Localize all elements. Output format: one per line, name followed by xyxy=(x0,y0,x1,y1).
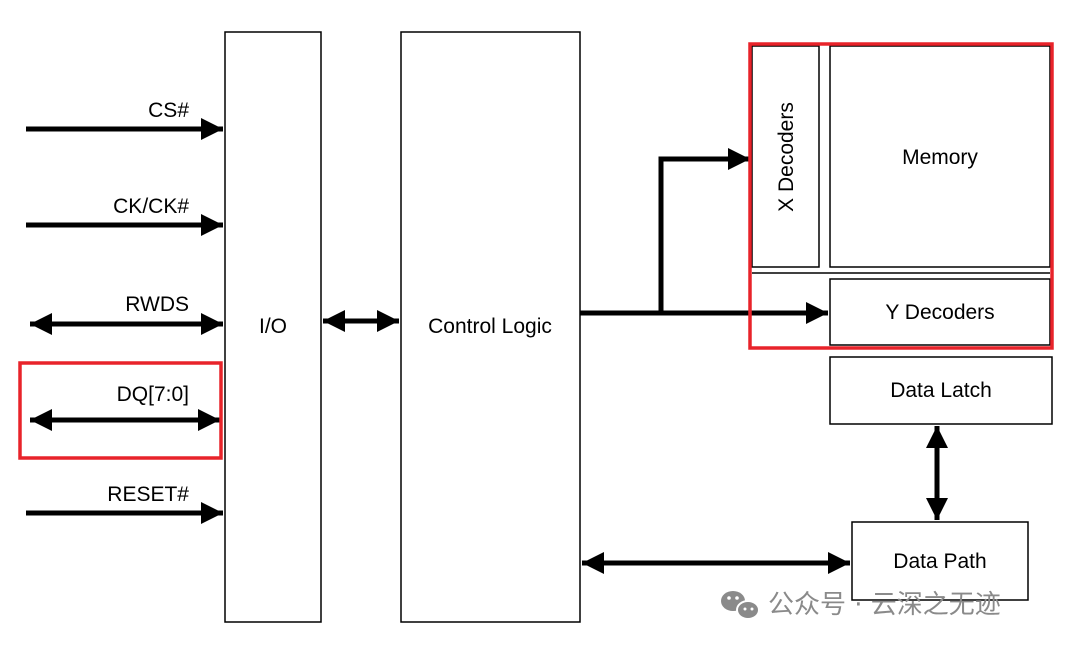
ck-label: CK/CK# xyxy=(113,195,189,218)
io-label: I/O xyxy=(259,315,287,338)
y-decoders-block xyxy=(829,278,1051,346)
wechat-icon xyxy=(721,591,760,620)
data-latch-label: Data Latch xyxy=(890,379,992,402)
memory-label: Memory xyxy=(902,146,978,169)
dq-label: DQ[7:0] xyxy=(117,383,189,406)
memory-block xyxy=(829,45,1051,268)
y-decoders-label: Y Decoders xyxy=(885,301,994,324)
rwds-label: RWDS xyxy=(125,293,189,316)
x-decoders-label: X Decoders xyxy=(775,102,798,212)
data-path-block xyxy=(851,521,1029,601)
control-logic-block xyxy=(400,31,581,623)
dq-highlight xyxy=(18,361,223,460)
cs-label: CS# xyxy=(148,99,189,122)
io-block xyxy=(224,31,322,623)
control-logic-label: Control Logic xyxy=(428,315,552,338)
watermark-text: 公众号 · 云深之无迹 xyxy=(768,590,1001,620)
reset-label: RESET# xyxy=(107,483,189,506)
control-to-x-decoders-arrow xyxy=(658,147,750,313)
data-latch-block xyxy=(829,356,1053,425)
x-decoders-block xyxy=(751,45,820,268)
memory-array-highlight xyxy=(748,42,1054,350)
data-path-label: Data Path xyxy=(893,550,986,573)
